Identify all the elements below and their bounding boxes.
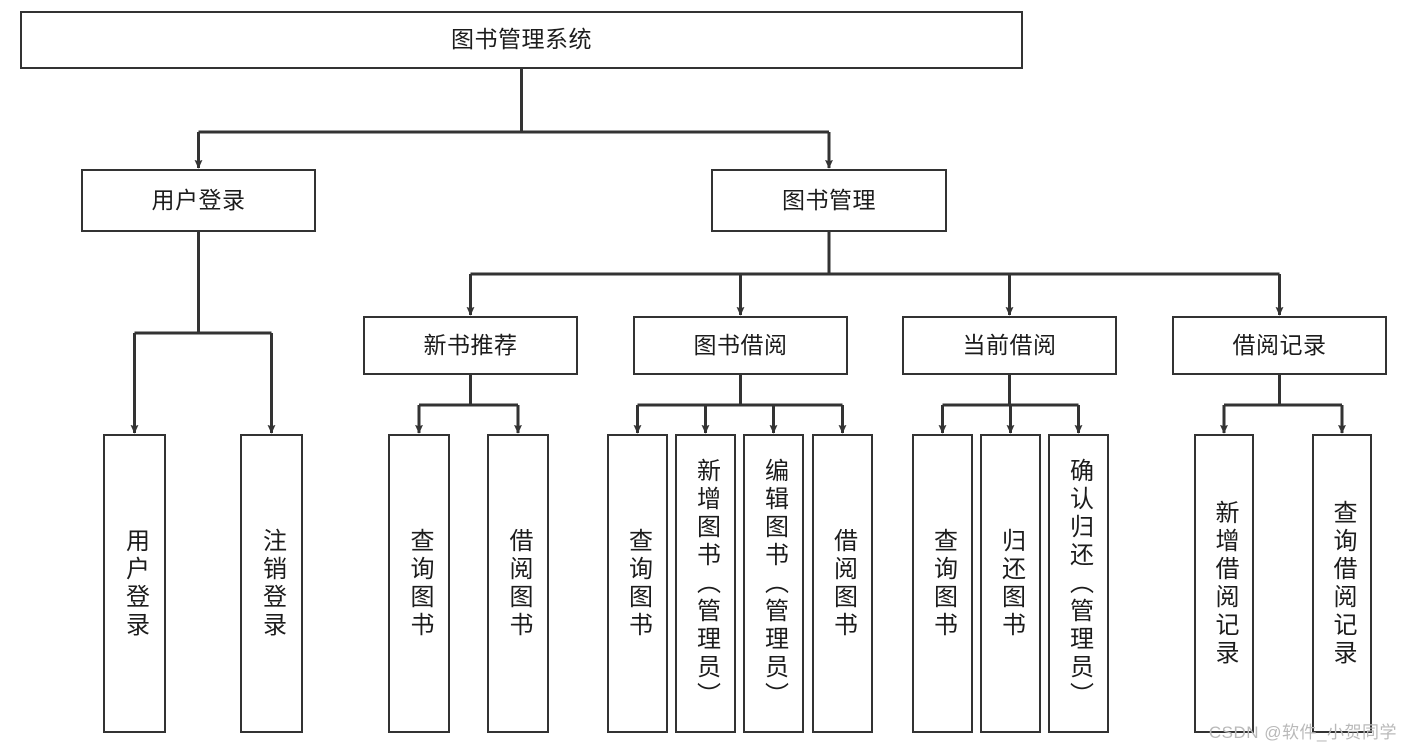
node-leaf-borrow-4[interactable]: 借阅图书 <box>812 434 873 733</box>
node-label: 查询图书 <box>406 527 433 640</box>
node-leaf-login-2[interactable]: 注销登录 <box>240 434 303 733</box>
node-label: 用户登录 <box>151 186 246 213</box>
node-leaf-borrow-3[interactable]: 编辑图书（管理员） <box>743 434 804 733</box>
node-label: 新增借阅记录 <box>1211 499 1238 668</box>
node-newbook[interactable]: 新书推荐 <box>363 316 578 375</box>
node-label: 图书管理 <box>782 186 876 213</box>
node-label: 注销登录 <box>258 527 286 640</box>
node-label: 新增图书（管理员） <box>692 457 720 710</box>
node-leaf-cur-3[interactable]: 确认归还（管理员） <box>1048 434 1109 733</box>
node-label: 编辑图书（管理员） <box>760 457 788 710</box>
node-label: 确认归还（管理员） <box>1065 457 1093 710</box>
node-label: 图书管理系统 <box>451 26 592 53</box>
node-leaf-borrow-1[interactable]: 查询图书 <box>607 434 668 733</box>
node-label: 借阅图书 <box>829 527 857 640</box>
node-leaf-cur-2[interactable]: 归还图书 <box>980 434 1041 733</box>
node-leaf-rec-1[interactable]: 新增借阅记录 <box>1194 434 1254 733</box>
node-label: 借阅图书 <box>505 527 532 640</box>
node-label: 查询借阅记录 <box>1329 499 1356 668</box>
connector-group <box>130 69 1346 434</box>
node-leaf-rec-2[interactable]: 查询借阅记录 <box>1312 434 1372 733</box>
node-leaf-login-1[interactable]: 用户登录 <box>103 434 166 733</box>
node-current[interactable]: 当前借阅 <box>902 316 1117 375</box>
node-records[interactable]: 借阅记录 <box>1172 316 1387 375</box>
node-label: 查询图书 <box>929 527 957 640</box>
node-leaf-new-1[interactable]: 查询图书 <box>388 434 450 733</box>
node-bookmgmt[interactable]: 图书管理 <box>711 169 947 232</box>
node-leaf-new-2[interactable]: 借阅图书 <box>487 434 549 733</box>
node-label: 用户登录 <box>121 527 149 640</box>
node-leaf-cur-1[interactable]: 查询图书 <box>912 434 973 733</box>
node-label: 查询图书 <box>624 527 652 640</box>
node-borrow[interactable]: 图书借阅 <box>633 316 848 375</box>
node-label: 归还图书 <box>997 527 1025 640</box>
node-label: 图书借阅 <box>693 331 788 358</box>
node-label: 借阅记录 <box>1232 331 1327 358</box>
node-leaf-borrow-2[interactable]: 新增图书（管理员） <box>675 434 736 733</box>
node-root[interactable]: 图书管理系统 <box>20 11 1023 69</box>
node-label: 当前借阅 <box>962 331 1057 358</box>
node-label: 新书推荐 <box>423 331 518 358</box>
node-login[interactable]: 用户登录 <box>81 169 316 232</box>
